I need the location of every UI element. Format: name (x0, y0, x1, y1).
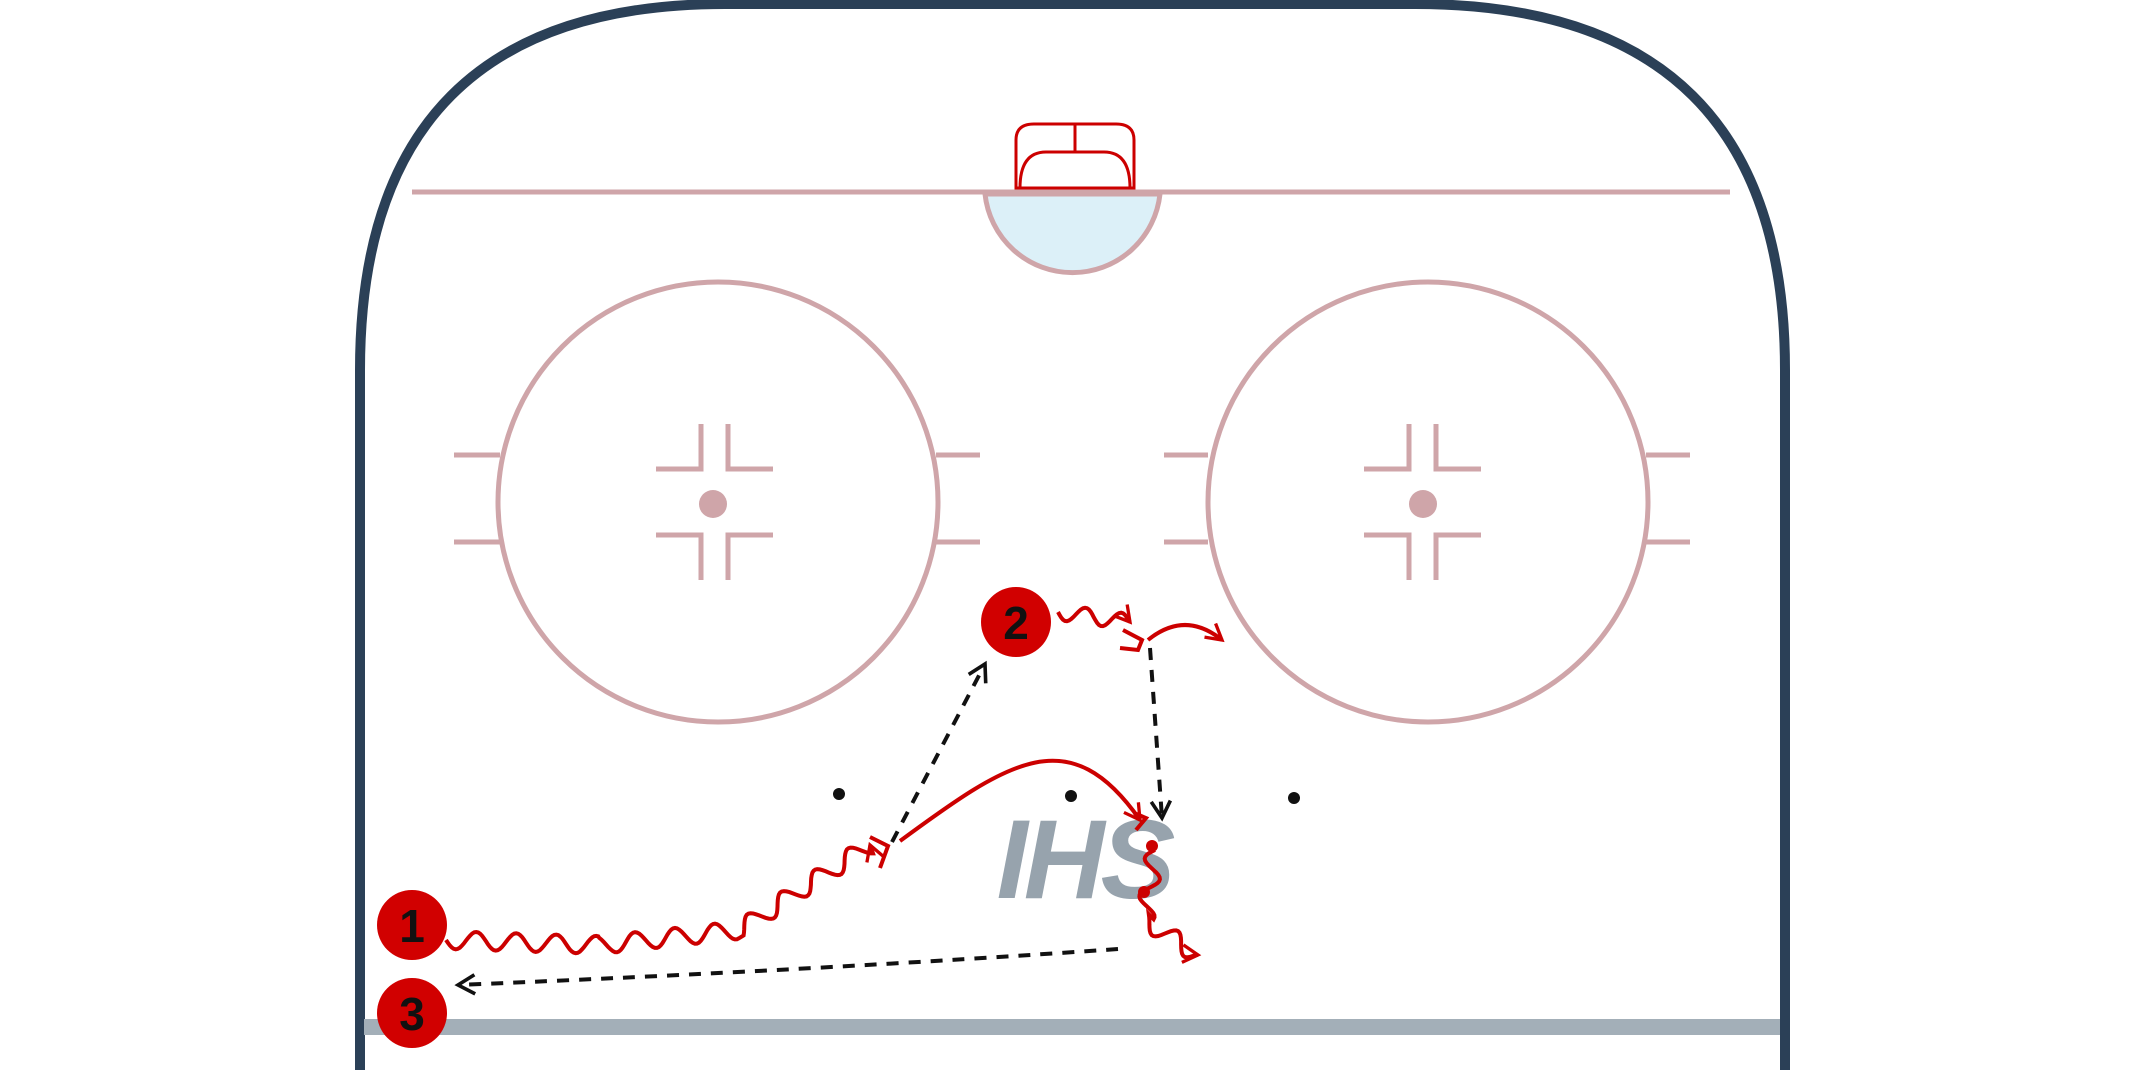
faceoff-dot-icon (1409, 490, 1437, 518)
faceoff-dot-icon (699, 490, 727, 518)
svg-text:1: 1 (399, 900, 425, 952)
svg-text:2: 2 (1003, 597, 1029, 649)
faceoff-circle-left (454, 279, 980, 725)
stop-mark (1133, 811, 1150, 832)
pass-path-to-player-3 (454, 947, 1119, 996)
stop-mark (869, 835, 891, 869)
goal-crease (982, 191, 1163, 276)
skater-path-player-2 (1056, 604, 1133, 629)
faceoff-dot-icon (1065, 790, 1077, 802)
svg-text:3: 3 (399, 988, 425, 1040)
skater-path-puck-carrier (1137, 848, 1202, 964)
player-3[interactable]: 3 (377, 978, 447, 1048)
skater-curve-player-2 (1146, 622, 1225, 643)
faceoff-dot-icon (833, 788, 845, 800)
player-2[interactable]: 2 (981, 587, 1051, 657)
pass-path-down (1148, 647, 1173, 822)
faceoff-circle-right (1164, 279, 1690, 725)
hockey-net-icon (1014, 122, 1136, 190)
skater-curve-player-1 (898, 758, 1142, 843)
player-1[interactable]: 1 (377, 890, 447, 960)
rink-boards (355, 0, 1790, 1070)
ihs-logo: IHS (997, 797, 1175, 922)
faceoff-dot-icon (1288, 792, 1300, 804)
pass-path-to-player-2 (890, 660, 988, 843)
puck-icon (1146, 840, 1158, 852)
stop-mark (1119, 628, 1145, 653)
puck-icon (1138, 886, 1150, 898)
skater-path-player-1 (444, 841, 885, 956)
